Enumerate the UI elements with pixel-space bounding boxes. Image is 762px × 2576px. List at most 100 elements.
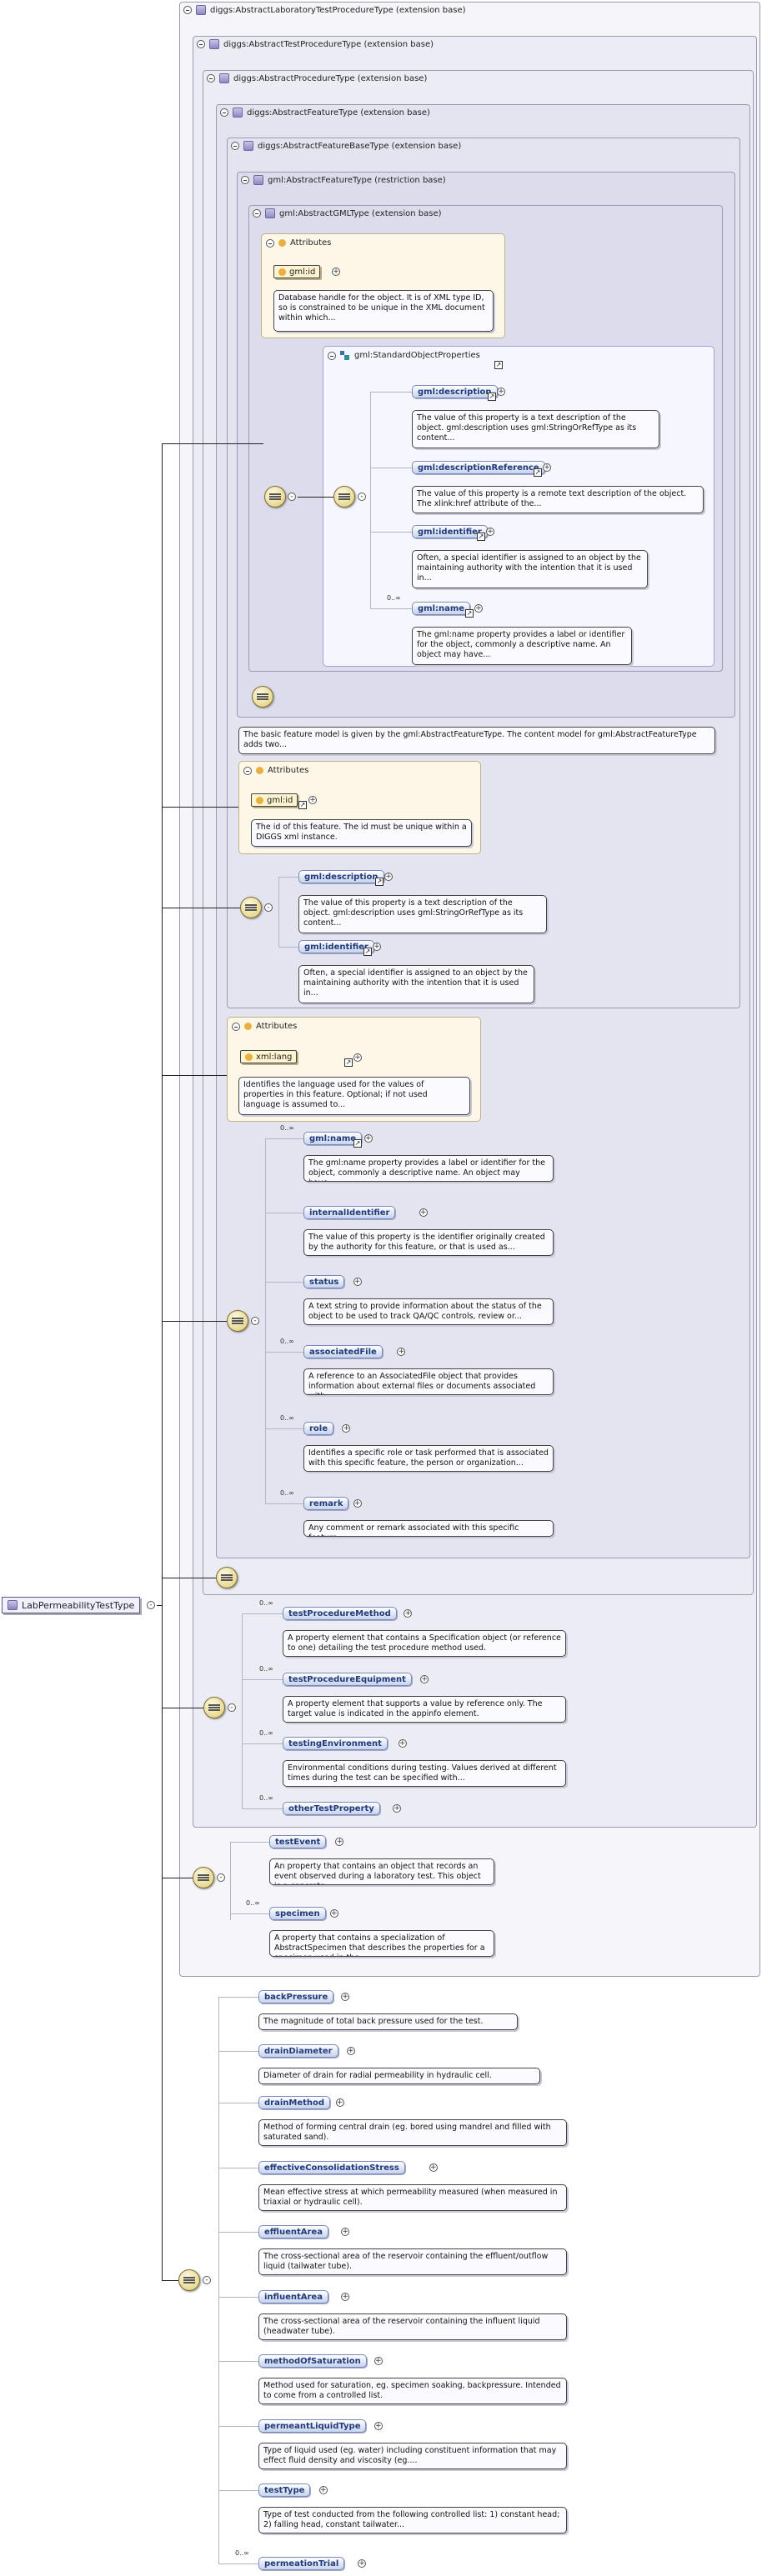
- expand-icon[interactable]: +: [363, 1134, 373, 1143]
- element-draindiameter[interactable]: drainDiameter: [258, 2044, 338, 2058]
- expand-icon[interactable]: +: [420, 1675, 429, 1683]
- expand-icon[interactable]: +: [404, 1609, 413, 1618]
- frame-title[interactable]: gml:AbstractGMLType (extension base): [253, 208, 442, 219]
- sequence-compositor-icon[interactable]: [252, 686, 273, 708]
- element-status[interactable]: status: [303, 1275, 345, 1288]
- expand-icon[interactable]: +: [353, 1278, 362, 1286]
- element-testproceduremethod[interactable]: testProcedureMethod: [283, 1607, 397, 1620]
- collapse-icon[interactable]: [231, 142, 239, 150]
- element-influentarea[interactable]: influentArea: [258, 2290, 328, 2303]
- element-effluentarea[interactable]: effluentArea: [258, 2225, 328, 2238]
- expand-icon[interactable]: +: [341, 2228, 350, 2236]
- expand-icon[interactable]: +: [486, 528, 494, 536]
- root-type-label[interactable]: LabPermeabilityTestType: [2, 1597, 141, 1613]
- element-testtype[interactable]: testType: [258, 2483, 311, 2497]
- collapse-icon[interactable]: [328, 351, 336, 360]
- collapse-sequence-icon[interactable]: -: [203, 2276, 211, 2284]
- expand-icon[interactable]: +: [429, 2163, 438, 2172]
- expand-icon[interactable]: +: [393, 1804, 402, 1813]
- expand-icon[interactable]: +: [342, 1424, 351, 1433]
- collapse-sequence-icon[interactable]: -: [358, 493, 366, 501]
- reference-icon[interactable]: ↗: [344, 1058, 353, 1067]
- expand-icon[interactable]: +: [373, 2357, 383, 2365]
- sequence-compositor-icon[interactable]: [193, 1867, 214, 1888]
- collapse-sequence-icon[interactable]: -: [288, 493, 296, 501]
- expand-icon[interactable]: +: [341, 2293, 350, 2301]
- collapse-icon[interactable]: [266, 238, 274, 248]
- attributes-title[interactable]: Attributes: [243, 766, 308, 775]
- attribute-gml-id[interactable]: gml:id: [273, 265, 321, 278]
- expand-icon[interactable]: +: [341, 1993, 350, 2001]
- reference-icon[interactable]: ↗: [477, 533, 485, 541]
- frame-title[interactable]: diggs:AbstractLaboratoryTestProcedureTyp…: [183, 4, 466, 16]
- sequence-compositor-icon[interactable]: [178, 2269, 200, 2291]
- element-gml-name[interactable]: gml:name: [303, 1132, 363, 1145]
- expand-icon[interactable]: +: [318, 2486, 328, 2494]
- element-drainmethod[interactable]: drainMethod: [258, 2096, 331, 2109]
- reference-icon[interactable]: ↗: [465, 609, 474, 618]
- element-gml-description[interactable]: gml:description: [298, 870, 384, 883]
- element-role[interactable]: role: [303, 1422, 334, 1435]
- expand-icon[interactable]: +: [358, 2559, 366, 2568]
- collapse-icon[interactable]: [253, 209, 261, 218]
- collapse-sequence-icon[interactable]: -: [264, 903, 273, 912]
- expand-icon[interactable]: +: [335, 1838, 344, 1846]
- element-permeantliquidtype[interactable]: permeantLiquidType: [258, 2419, 367, 2433]
- attribute-gml-id[interactable]: gml:id: [251, 793, 298, 807]
- collapse-icon[interactable]: [197, 40, 205, 48]
- sequence-compositor-icon[interactable]: [216, 1567, 238, 1588]
- reference-icon[interactable]: ↗: [363, 948, 372, 956]
- element-testevent[interactable]: testEvent: [269, 1835, 327, 1848]
- expand-icon[interactable]: +: [335, 2098, 344, 2107]
- sequence-compositor-icon[interactable]: [227, 1310, 248, 1332]
- attributes-title[interactable]: Attributes: [232, 1022, 297, 1031]
- element-gml-description[interactable]: gml:description: [412, 385, 498, 398]
- collapse-icon[interactable]: [220, 108, 228, 117]
- element-testprocedureequipment[interactable]: testProcedureEquipment: [283, 1673, 412, 1686]
- collapse-icon[interactable]: [232, 1022, 240, 1031]
- expand-icon[interactable]: +: [474, 604, 483, 613]
- sequence-compositor-icon[interactable]: [203, 1697, 225, 1718]
- collapse-root-icon[interactable]: -: [147, 1601, 155, 1609]
- reference-icon[interactable]: ↗: [298, 801, 307, 809]
- element-testingenvironment[interactable]: testingEnvironment: [283, 1737, 388, 1750]
- expand-icon[interactable]: +: [373, 943, 381, 951]
- expand-icon[interactable]: +: [384, 873, 393, 881]
- reference-icon[interactable]: ↗: [488, 393, 496, 401]
- element-associatedfile[interactable]: associatedFile: [303, 1345, 383, 1358]
- group-title[interactable]: gml:StandardObjectProperties: [328, 351, 480, 360]
- reference-icon[interactable]: ↗: [494, 361, 503, 369]
- frame-title[interactable]: diggs:AbstractFeatureBaseType (extension…: [231, 140, 461, 152]
- element-gml-description-reference[interactable]: gml:descriptionReference: [412, 461, 545, 474]
- frame-title[interactable]: diggs:AbstractTestProcedureType (extensi…: [197, 38, 434, 50]
- reference-icon[interactable]: ↗: [375, 878, 384, 886]
- expand-icon[interactable]: +: [543, 463, 551, 472]
- frame-title[interactable]: diggs:AbstractProcedureType (extension b…: [207, 73, 427, 84]
- collapse-sequence-icon[interactable]: -: [251, 1317, 259, 1325]
- expand-icon[interactable]: +: [373, 2422, 383, 2430]
- sequence-compositor-icon[interactable]: [240, 897, 262, 918]
- collapse-sequence-icon[interactable]: -: [228, 1703, 236, 1712]
- expand-icon[interactable]: +: [308, 796, 317, 804]
- element-effectiveconsolidationstress[interactable]: effectiveConsolidationStress: [258, 2161, 405, 2174]
- collapse-icon[interactable]: [207, 74, 215, 83]
- element-backpressure[interactable]: backPressure: [258, 1990, 334, 2003]
- expand-icon[interactable]: +: [329, 1909, 338, 1918]
- element-remark[interactable]: remark: [303, 1497, 349, 1510]
- element-gml-identifier[interactable]: gml:identifier: [298, 940, 374, 953]
- frame-title[interactable]: diggs:AbstractFeatureType (extension bas…: [220, 107, 430, 118]
- attribute-xml-lang[interactable]: xml:lang: [240, 1050, 298, 1063]
- element-gml-name[interactable]: gml:name: [412, 602, 471, 615]
- element-permeationtrial[interactable]: permeationTrial: [258, 2557, 345, 2570]
- expand-icon[interactable]: +: [497, 388, 505, 396]
- frame-title[interactable]: gml:AbstractFeatureType (restriction bas…: [241, 174, 446, 186]
- collapse-sequence-icon[interactable]: -: [217, 1873, 225, 1882]
- expand-icon[interactable]: +: [353, 1053, 362, 1062]
- reference-icon[interactable]: ↗: [353, 1139, 362, 1148]
- expand-icon[interactable]: +: [419, 1208, 428, 1217]
- collapse-icon[interactable]: [243, 766, 252, 775]
- collapse-icon[interactable]: [241, 176, 249, 184]
- collapse-icon[interactable]: [183, 6, 192, 14]
- reference-icon[interactable]: ↗: [534, 468, 542, 477]
- element-internalidentifier[interactable]: internalIdentifier: [303, 1206, 396, 1219]
